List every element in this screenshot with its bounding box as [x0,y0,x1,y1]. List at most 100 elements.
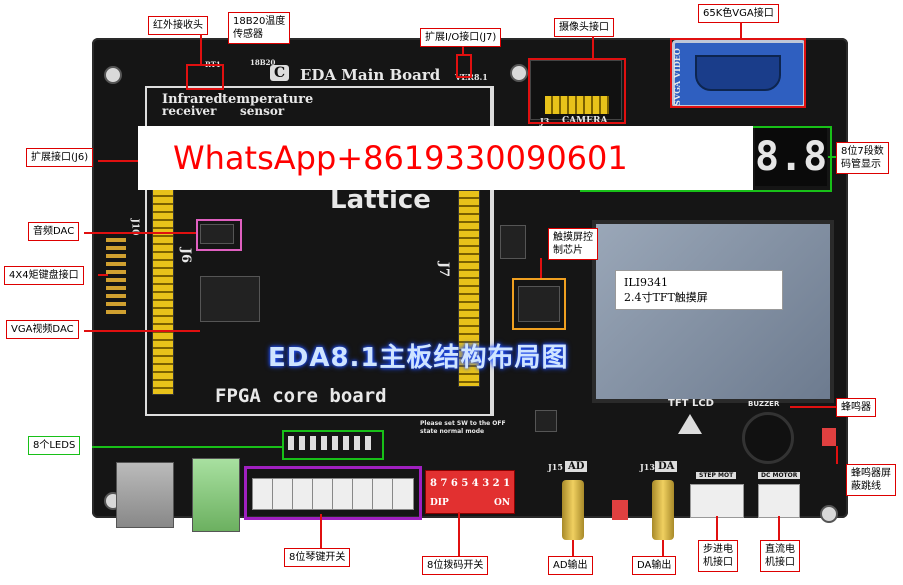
lcd-label: ILI9341 2.4寸TFT触摸屏 [615,270,783,310]
touch-highlight [512,278,566,330]
callout-touch-line2: 制芯片 [553,245,583,256]
leader-line [540,258,542,278]
overlay-title: EDA8.1主板结构布局图 [268,343,569,373]
callout-ad-out: AD输出 [548,556,593,575]
tft-lcd-screen [592,220,834,403]
silk-da: DA [655,461,678,472]
audio-dac-chip [200,224,234,244]
silk-j7: J7 [436,261,452,278]
vga-socket-icon [695,55,781,91]
vga-dac-chip [200,276,260,322]
callout-buzzer-jumper: 蜂鸣器屏 蔽跳线 [846,464,896,496]
mounting-hole-icon [104,66,122,84]
silk-dc-motor: DC MOTOR [758,472,801,479]
ad-sma-connector [562,480,584,540]
buzzer-jumper [822,428,836,446]
leader-line [84,330,200,332]
dip-switch [425,470,515,514]
callout-buzzer: 蜂鸣器 [836,398,876,417]
leader-line [716,516,718,540]
leader-line [320,514,322,548]
silk-j3: J3 [540,116,550,126]
leader-line [92,446,282,448]
leader-line [98,274,108,276]
keys-highlight [244,466,422,520]
leader-line [462,46,464,56]
silk-dip-digits: 8 7 6 5 4 3 2 1 [430,478,511,489]
callout-ds18b20-line2: 传感器 [233,29,263,40]
callout-j6: 扩展接口(J6) [26,148,94,167]
callout-dip: 8位拨码开关 [422,556,489,575]
leader-line [778,516,780,540]
callout-camera: 摄像头接口 [554,18,614,37]
fpga-right-outline [490,86,492,416]
camera-highlight [528,58,626,124]
key-switch-8 [392,478,414,510]
callout-stepper-line1: 步进电 [703,544,733,555]
callout-keypad: 4X4矩键盘接口 [4,266,84,285]
callout-vga: 65K色VGA接口 [698,4,779,23]
callout-keys: 8位琴键开关 [284,548,351,567]
callout-ds18b20: 18B20温度 传感器 [228,12,291,44]
callout-stepper-line2: 机接口 [703,557,733,568]
silk-j13: J13 [640,462,655,472]
callout-dc-line1: 直流电 [765,544,795,555]
silk-tft-lcd: TFT LCD [668,398,714,409]
fpga-core-outline [145,86,494,416]
dc-motor-connector [758,484,800,518]
callout-touch-line1: 触摸屏控 [553,232,593,243]
callout-j7: 扩展I/O接口(J7) [420,28,502,47]
leader-line [458,512,460,556]
vga-highlight [670,38,806,108]
header-j10 [106,238,126,318]
silk-lattice: Lattice [330,185,431,215]
callout-ds18b20-line1: 18B20温度 [233,16,286,27]
leader-line [662,540,664,556]
mounting-hole-icon [820,505,838,523]
audio-jack-left [116,462,174,528]
silk-camera: CAMERA [562,116,608,126]
lcd-label-line2: 2.4寸TFT触摸屏 [624,291,708,304]
silk-c-badge: C [270,65,290,81]
silk-fpga-core-board: FPGA core board [215,385,387,407]
ir-highlight [186,64,224,90]
callout-vga-dac: VGA视频DAC [6,320,79,339]
j7-highlight [456,54,472,78]
silk-receiver: receiver [162,104,217,118]
callout-buzzer-jumper-line2: 蔽跳线 [851,481,881,492]
leader-line [592,36,594,58]
leader-line [740,22,742,38]
header-j7 [458,190,480,387]
callout-ir: 红外接收头 [148,16,208,35]
callout-seg-line2: 码管显示 [841,159,881,170]
callout-dc: 直流电 机接口 [760,540,800,572]
callout-seg-line1: 8位7段数 [841,146,884,157]
leader-line [98,160,144,162]
buzzer [742,412,794,464]
silk-ad: AD [565,461,588,472]
leader-line [572,540,574,556]
callout-touch: 触摸屏控 制芯片 [548,228,598,260]
ic-chip [500,225,526,259]
callout-seg: 8位7段数 码管显示 [836,142,889,174]
silk-main-board: EDA Main Board [300,66,441,84]
camera-pins [545,96,609,114]
silk-j6: J6 [178,247,194,264]
led-row [288,436,376,450]
lcd-label-line1: ILI9341 [624,276,668,289]
silk-step-mot: STEP MOT [696,472,737,479]
silk-infrared: Infrared [162,92,223,107]
leader-line [200,34,202,64]
audio-dac-highlight [196,219,242,251]
silk-dip: DIP [430,498,449,508]
vga-connector [672,40,806,108]
leader-line [790,406,836,408]
callout-dc-line2: 机接口 [765,557,795,568]
leader-line [836,446,838,464]
audio-jack-green [192,458,240,532]
red-jumper [612,500,628,520]
watermark-banner: WhatsApp+8619330090601 [138,126,753,190]
silk-dip-on: ON [494,498,511,508]
silk-buzzer: BUZZER [748,400,780,408]
callout-audio-dac: 音频DAC [28,222,80,241]
